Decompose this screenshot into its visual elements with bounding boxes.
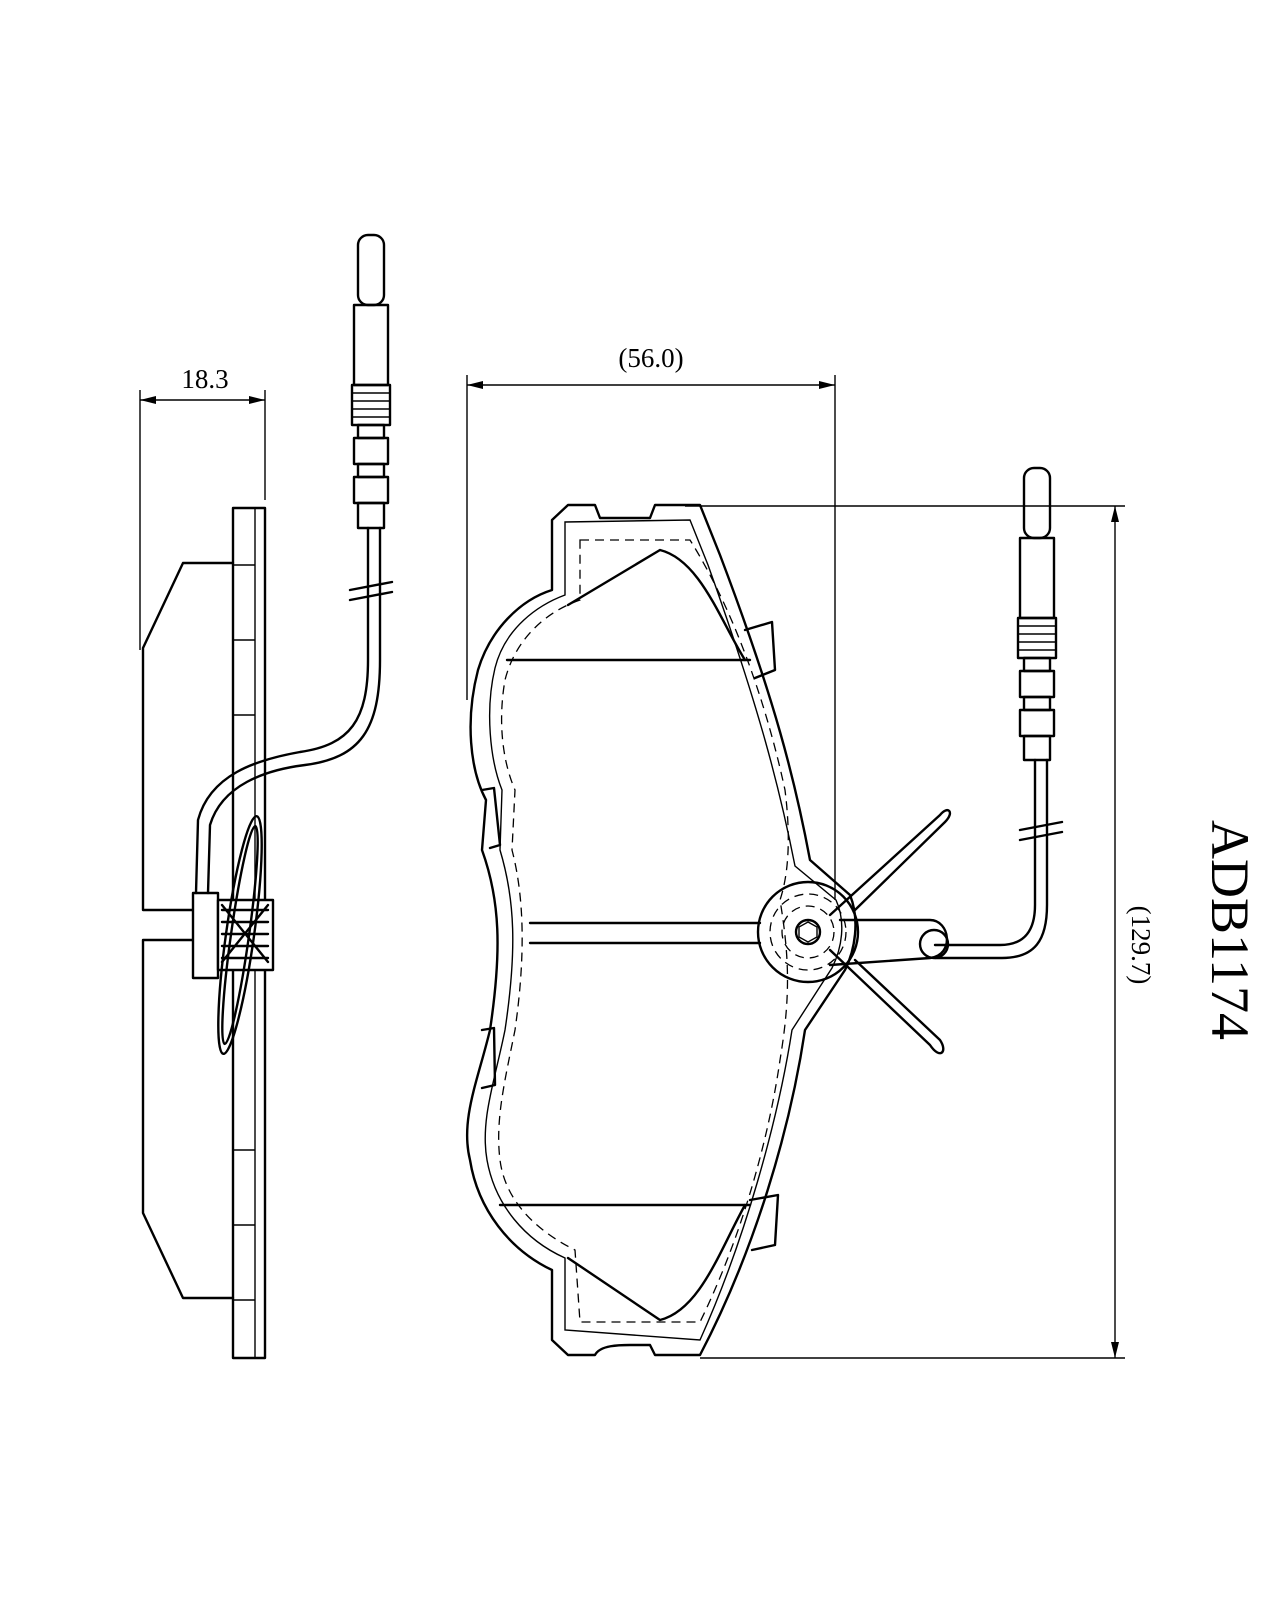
sensor-wire-front	[933, 758, 1037, 947]
height-dimension: (129.7)	[685, 505, 1156, 1359]
width-dimension: (56.0)	[466, 343, 836, 900]
sensor-connector-front	[1016, 466, 1058, 762]
sensor-connector-side	[350, 233, 392, 530]
friction-material-side	[141, 561, 235, 1300]
sensor-wire-side	[194, 526, 370, 895]
height-label: (129.7)	[1126, 906, 1156, 985]
part-number: ADB1174	[1200, 820, 1260, 1040]
sensor-mount	[756, 808, 952, 1055]
width-label: (56.0)	[618, 343, 683, 373]
front-view: (56.0) (129.7)	[465, 343, 1156, 1359]
side-view: 18.3	[139, 233, 394, 1360]
thickness-label: 18.3	[181, 364, 228, 394]
thickness-dimension: 18.3	[139, 364, 266, 650]
retaining-spring-side	[191, 814, 275, 1056]
backing-plate-front	[465, 503, 857, 1357]
friction-material-outline	[498, 539, 789, 1323]
abutment-clips	[480, 620, 780, 1252]
